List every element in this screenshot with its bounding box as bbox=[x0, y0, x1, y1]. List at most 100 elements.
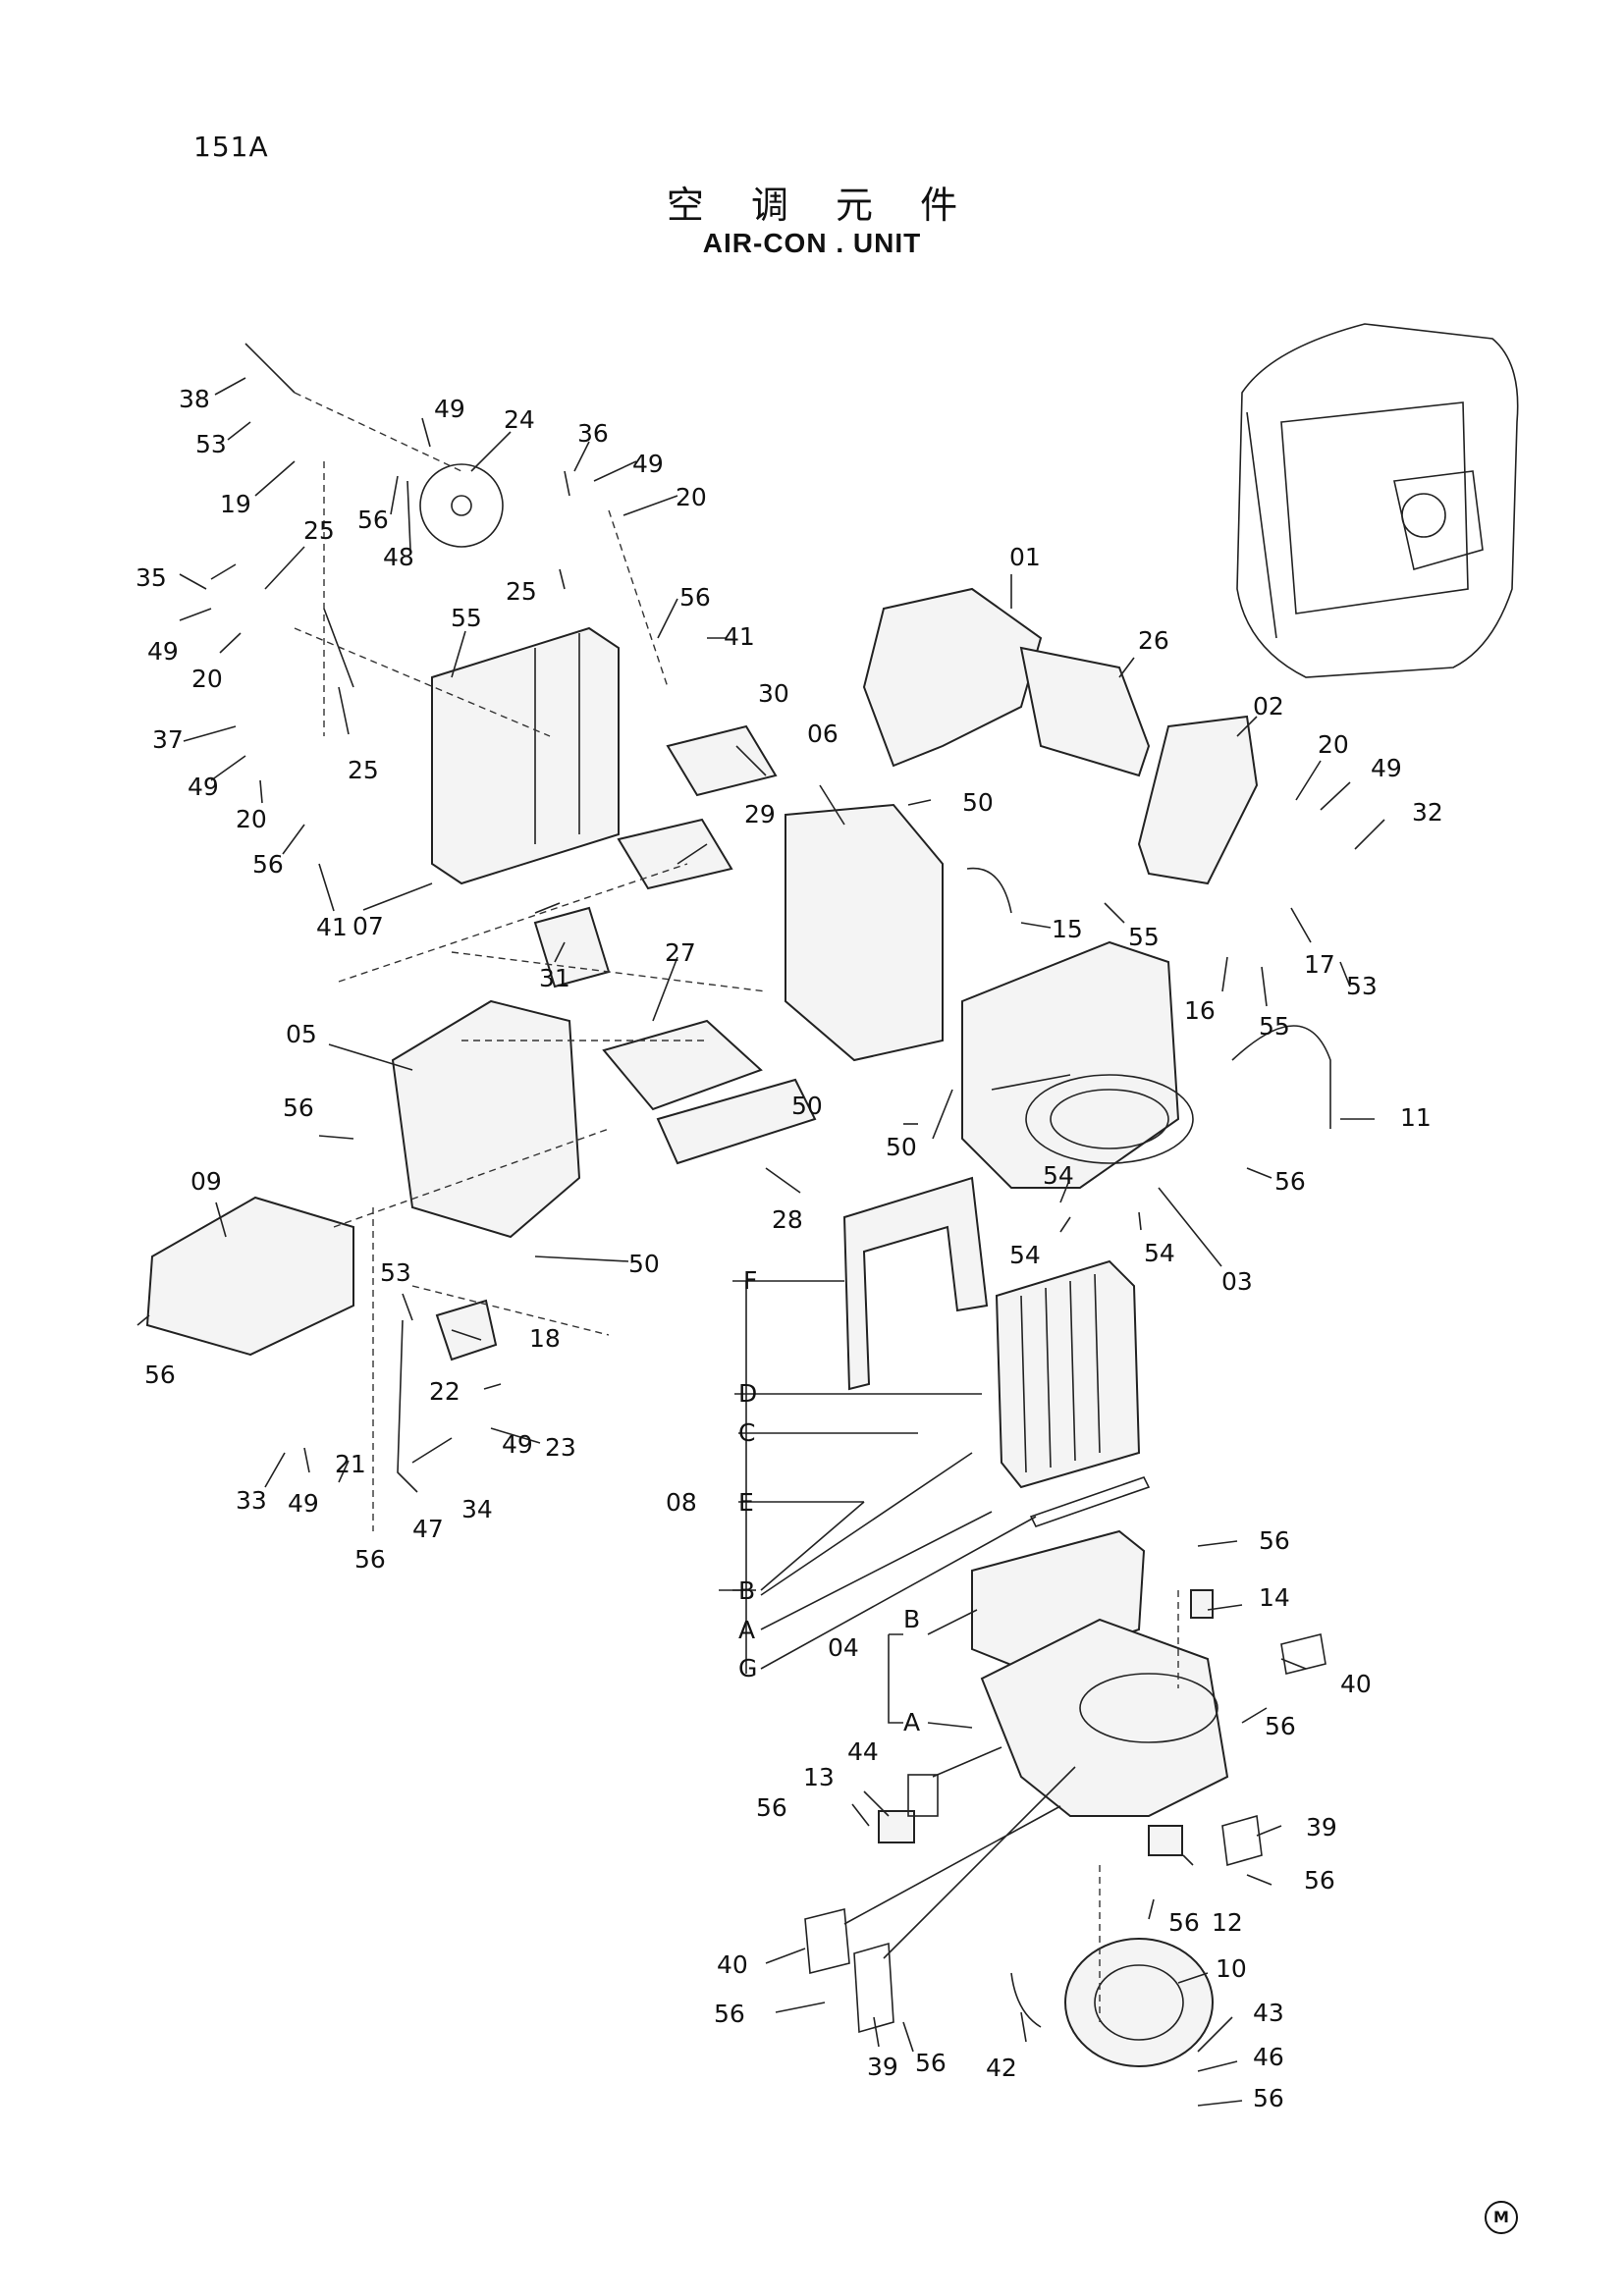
callout-56: 56 bbox=[1259, 1526, 1290, 1555]
callout-53: 53 bbox=[195, 430, 227, 458]
callout-13: 13 bbox=[803, 1763, 835, 1791]
callout-28: 28 bbox=[772, 1205, 803, 1234]
callout-46: 46 bbox=[1253, 2043, 1284, 2071]
callout-56: 56 bbox=[252, 850, 284, 879]
callout-20: 20 bbox=[191, 665, 223, 693]
callout-22: 22 bbox=[429, 1377, 460, 1406]
callout-40: 40 bbox=[717, 1950, 748, 1979]
callout-56: 56 bbox=[1265, 1712, 1296, 1740]
callout-39: 39 bbox=[867, 2053, 898, 2081]
callout-21: 21 bbox=[335, 1450, 366, 1478]
callout-25: 25 bbox=[506, 577, 537, 606]
callout-49: 49 bbox=[434, 395, 465, 423]
callout-26: 26 bbox=[1138, 626, 1169, 655]
callout-40: 40 bbox=[1340, 1670, 1372, 1698]
callout-55: 55 bbox=[451, 604, 482, 632]
callout-B: B bbox=[903, 1605, 920, 1633]
callout-25: 25 bbox=[303, 516, 335, 545]
callout-25: 25 bbox=[348, 756, 379, 784]
callout-03: 03 bbox=[1221, 1267, 1253, 1296]
callout-01: 01 bbox=[1009, 543, 1041, 571]
callout-10: 10 bbox=[1216, 1954, 1247, 1983]
callout-56: 56 bbox=[1304, 1866, 1335, 1895]
callout-B: B bbox=[738, 1576, 755, 1605]
callout-02: 02 bbox=[1253, 692, 1284, 721]
callout-05: 05 bbox=[286, 1020, 317, 1048]
title-english: AIR-CON . UNIT bbox=[702, 228, 922, 258]
callout-48: 48 bbox=[383, 543, 414, 571]
callout-D: D bbox=[738, 1379, 757, 1408]
callout-56: 56 bbox=[1168, 1908, 1200, 1937]
callout-53: 53 bbox=[380, 1258, 411, 1287]
callout-09: 09 bbox=[190, 1167, 222, 1196]
callout-50: 50 bbox=[886, 1133, 917, 1161]
callout-41: 41 bbox=[724, 622, 755, 651]
callout-56: 56 bbox=[1253, 2084, 1284, 2112]
callout-49: 49 bbox=[1371, 754, 1402, 782]
callout-50: 50 bbox=[962, 788, 994, 817]
callout-A: A bbox=[903, 1708, 920, 1736]
callout-32: 32 bbox=[1412, 798, 1443, 827]
callout-56: 56 bbox=[714, 2000, 745, 2028]
callout-14: 14 bbox=[1259, 1583, 1290, 1612]
callout-50: 50 bbox=[628, 1250, 660, 1278]
callout-56: 56 bbox=[915, 2049, 947, 2077]
callout-17: 17 bbox=[1304, 950, 1335, 979]
callout-56: 56 bbox=[756, 1793, 787, 1822]
callout-44: 44 bbox=[847, 1737, 879, 1766]
cab-illustration bbox=[1236, 323, 1519, 678]
page-number: 151A bbox=[193, 131, 269, 163]
callout-24: 24 bbox=[504, 405, 535, 434]
callout-56: 56 bbox=[144, 1361, 176, 1389]
callout-11: 11 bbox=[1400, 1103, 1432, 1132]
callout-19: 19 bbox=[220, 490, 251, 518]
callout-31: 31 bbox=[539, 964, 570, 992]
callout-56: 56 bbox=[283, 1094, 314, 1122]
callout-16: 16 bbox=[1184, 996, 1216, 1025]
callout-E: E bbox=[738, 1488, 754, 1517]
callout-56: 56 bbox=[357, 506, 389, 534]
callout-G: G bbox=[738, 1654, 757, 1682]
manufacturer-mark: M bbox=[1485, 2201, 1518, 2234]
callout-55: 55 bbox=[1259, 1012, 1290, 1041]
callout-F: F bbox=[743, 1266, 757, 1295]
assembly-lines bbox=[294, 392, 1179, 2022]
callout-56: 56 bbox=[1274, 1167, 1306, 1196]
callout-56: 56 bbox=[354, 1545, 386, 1574]
callout-labels: 38 53 19 49 24 56 48 36 49 20 25 35 49 2… bbox=[135, 385, 1443, 2112]
callout-06: 06 bbox=[807, 720, 839, 748]
callout-41: 41 bbox=[316, 913, 348, 941]
callout-23: 23 bbox=[545, 1433, 576, 1462]
callout-30: 30 bbox=[758, 679, 789, 708]
callout-36: 36 bbox=[577, 419, 609, 448]
callout-47: 47 bbox=[412, 1515, 444, 1543]
callout-38: 38 bbox=[179, 385, 210, 413]
callout-53: 53 bbox=[1346, 972, 1378, 1000]
callout-27: 27 bbox=[665, 938, 696, 967]
callout-37: 37 bbox=[152, 725, 184, 754]
leader-lines bbox=[136, 377, 1385, 2107]
callout-54: 54 bbox=[1144, 1239, 1175, 1267]
callout-A: A bbox=[738, 1616, 755, 1644]
callout-54: 54 bbox=[1009, 1241, 1041, 1269]
callout-55: 55 bbox=[1128, 923, 1160, 951]
callout-C: C bbox=[738, 1418, 755, 1447]
callout-08: 08 bbox=[666, 1488, 697, 1517]
callout-18: 18 bbox=[529, 1324, 561, 1353]
callout-49: 49 bbox=[188, 773, 219, 801]
callout-12: 12 bbox=[1212, 1908, 1243, 1937]
callout-07: 07 bbox=[352, 912, 384, 940]
callout-15: 15 bbox=[1052, 915, 1083, 943]
callout-39: 39 bbox=[1306, 1813, 1337, 1842]
callout-20: 20 bbox=[1318, 730, 1349, 759]
callout-33: 33 bbox=[236, 1486, 267, 1515]
callout-20: 20 bbox=[236, 805, 267, 833]
callout-04: 04 bbox=[828, 1633, 859, 1662]
callout-49: 49 bbox=[502, 1430, 533, 1459]
callout-49: 49 bbox=[147, 637, 179, 666]
callout-34: 34 bbox=[461, 1495, 493, 1523]
callout-56: 56 bbox=[679, 583, 711, 612]
callout-43: 43 bbox=[1253, 1999, 1284, 2027]
part-shapes bbox=[145, 323, 1519, 2067]
